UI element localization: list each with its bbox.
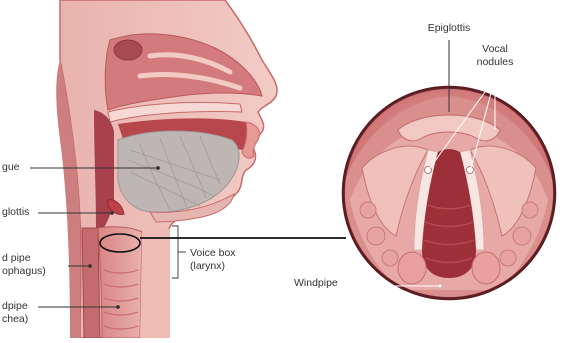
sinus: [114, 40, 142, 60]
esophagus: [82, 228, 100, 338]
voice-box-bracket: [172, 226, 178, 278]
vocal-nodule-right: [467, 167, 474, 174]
head-cross-section: [56, 0, 277, 338]
vocal-nodules-label-line2: nodules: [468, 56, 522, 68]
windpipe-inset-label: Windpipe: [294, 277, 338, 289]
neck-front: [140, 226, 170, 338]
tongue-label: gue: [2, 161, 20, 173]
epiglottis-inset-label: Epiglottis: [420, 22, 478, 34]
voice-box-label-line2: (larynx): [190, 260, 225, 272]
windpipe-side-label-line2: chea): [2, 313, 28, 325]
food-pipe-label-line2: ophagus): [2, 265, 46, 277]
larynx-inset: [340, 85, 560, 305]
food-pipe-label-line1: d pipe: [2, 252, 31, 264]
voice-box-label-line1: Voice box: [190, 247, 236, 259]
windpipe-side-label-line1: dpipe: [2, 300, 28, 312]
larynx-trachea: [98, 227, 142, 338]
vocal-nodules-label-line1: Vocal: [470, 43, 520, 55]
epiglottis-side-label: glottis: [2, 206, 29, 218]
